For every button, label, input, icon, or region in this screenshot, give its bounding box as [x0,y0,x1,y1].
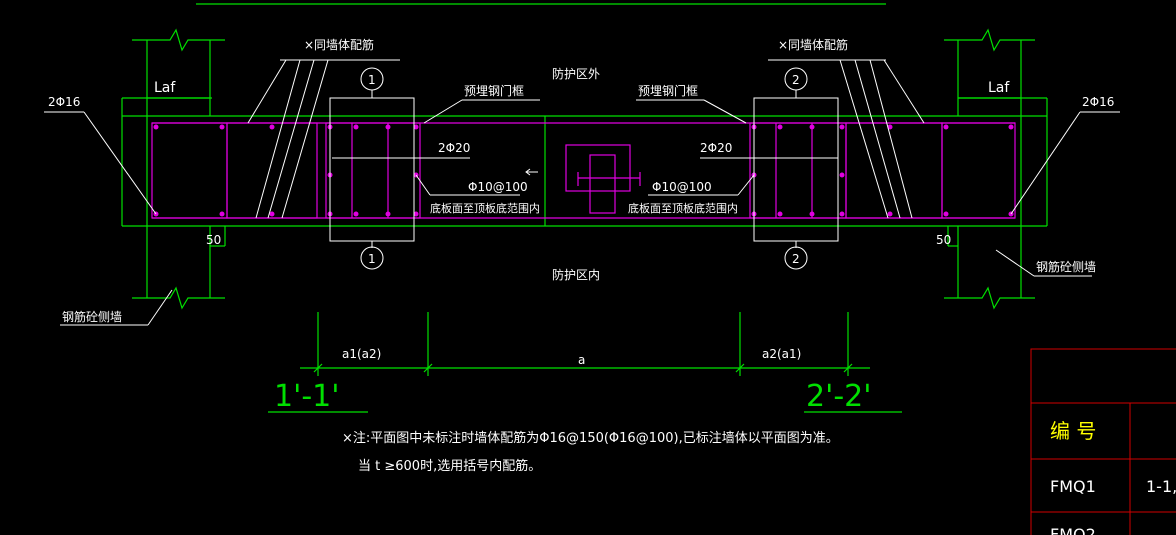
note-line-1: ×注:平面图中未标注时墙体配筋为Φ16@150(Φ16@100),已标注墙体以平… [342,430,839,446]
embedded-frame-label-left: 预埋钢门框 [464,83,524,98]
bar-2phi16-left: 2Φ16 [48,95,80,109]
dim-a-label: a [578,353,585,367]
stirrup-label-right: Φ10@100 [652,180,712,194]
table-row-2-id: FMQ2 [1050,525,1096,535]
side-wall-label-right: 钢筋砼侧墙 [1036,259,1096,274]
section-title-1: 1'-1' [274,379,340,414]
range-label-right: 底板面至顶板底范围内 [628,201,738,215]
callout-1-top: 1 [368,73,376,87]
callout-1-bottom: 1 [368,252,376,266]
wall-reinf-label-right: ×同墙体配筋 [778,37,848,52]
dim-a1-label: a1(a2) [342,347,381,361]
table-row-1-id: FMQ1 [1050,477,1096,496]
inside-zone-label: 防护区内 [552,267,600,282]
callout-2-top: 2 [792,73,800,87]
bar-2phi20-right: 2Φ20 [700,141,732,155]
callout-circles [360,67,808,270]
break-lines [132,28,1035,310]
dim-50-right: 50 [936,233,951,247]
outside-zone-label: 防护区外 [552,66,600,81]
stirrup-label-left: Φ10@100 [468,180,528,194]
leader-lines [44,59,1120,326]
range-label-left: 底板面至顶板底范围内 [430,201,540,215]
schedule-table [1030,348,1176,535]
laf-label-right: Laf [988,80,1010,96]
section-title-2: 2'-2' [806,379,872,414]
embedded-frame-label-right: 预埋钢门框 [638,83,698,98]
note-line-2: 当 t ≥600时,选用括号内配筋。 [358,458,541,474]
bottom-dimension [268,312,902,413]
bar-2phi16-right: 2Φ16 [1082,95,1114,109]
dim-50-left: 50 [206,233,221,247]
bar-2phi20-left: 2Φ20 [438,141,470,155]
wall-outline [121,40,1048,298]
wall-reinf-label-left: ×同墙体配筋 [304,37,374,52]
side-wall-label-left: 钢筋砼侧墙 [62,309,122,324]
callout-2-bottom: 2 [792,252,800,266]
table-header-no: 编 号 [1050,419,1096,443]
table-row-1-value: 1-1, [1146,477,1176,496]
dim-a2-label: a2(a1) [762,347,801,361]
rebar-dots [153,124,1014,217]
laf-label-left: Laf [154,80,176,96]
